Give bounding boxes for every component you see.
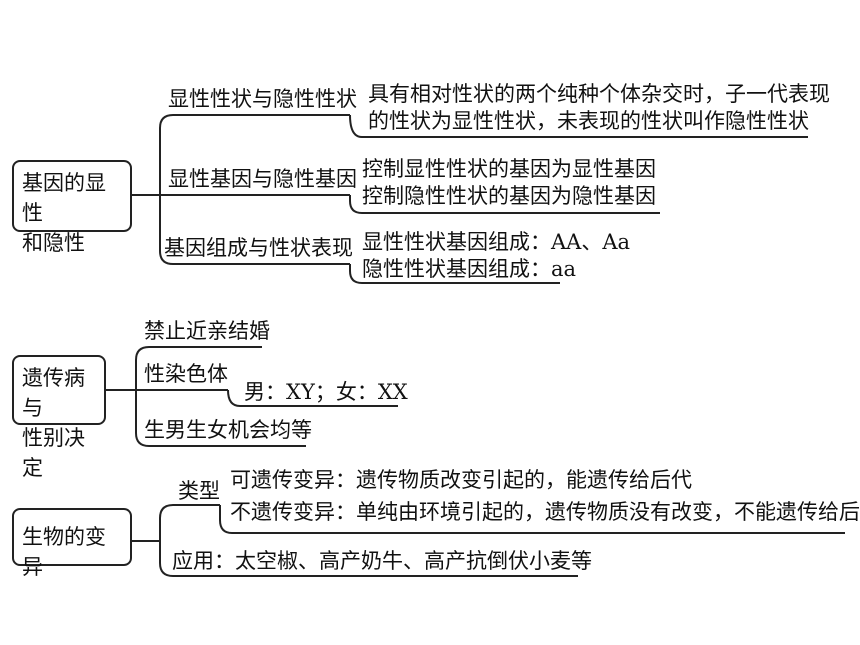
root-node-dominance: 基因的显性 和隐性 [12,160,132,255]
root-node-dominance-line2: 和隐性 [22,231,85,255]
root-node-genetic-disease-line2: 性别决定 [22,426,85,480]
types-line [159,504,220,541]
genotype-detail-line2: 隐性性状基因组成：aa [362,257,577,281]
branch3-line [159,195,350,265]
branch-dominant-recessive-genes: 显性基因与隐性基因 [168,167,357,191]
branch-genotype-phenotype: 基因组成与性状表现 [164,236,353,260]
types-detail-line [219,505,845,534]
root-node-variation: 生物的变异 [12,508,132,579]
genes-detail-line1: 控制显性性状的基因为显性基因 [362,157,656,181]
root-node-genetic-disease: 遗传病与 性别决定 [12,355,106,480]
root-node-genetic-disease-line1: 遗传病与 [22,366,85,420]
traits-detail-line2: 的性状为显性性状，未表现的性状叫作隐性性状 [368,109,809,133]
root-node-dominance-line1: 基因的显性 [22,171,106,225]
branch-equal-chance: 生男生女机会均等 [144,418,312,442]
types-label: 类型 [178,479,220,503]
traits-detail-line1: 具有相对性状的两个纯种个体杂交时，子一代表现 [368,82,830,106]
branch-marriage-ban: 禁止近亲结婚 [144,319,270,343]
branch1-detail-line [349,114,808,138]
genotype-detail-line1: 显性性状基因组成：AA、Aa [362,230,631,254]
branch-gender-line [135,390,306,447]
genes-detail-line2: 控制隐性性状的基因为隐性基因 [362,184,656,208]
branch-marriage-line [135,346,262,390]
chromosome-detail-line [227,389,398,407]
non-heritable-variation: 不遗传变异：单纯由环境引起的，遗传物质没有改变，不能遗传给后代 [230,500,860,524]
sex-chromosome-detail: 男：XY；女：XX [244,380,408,404]
heritable-variation: 可遗传变异：遗传物质改变引起的，能遗传给后代 [230,468,692,492]
application-line [159,541,578,577]
branch2-detail-line [349,195,660,214]
branch-sex-chromosome: 性染色体 [144,362,228,386]
branch3-detail-line [349,264,560,284]
branch-dominant-recessive-traits: 显性性状与隐性性状 [168,87,357,111]
branch1-line [159,114,350,195]
application-examples: 应用：太空椒、高产奶牛、高产抗倒伏小麦等 [172,549,592,573]
